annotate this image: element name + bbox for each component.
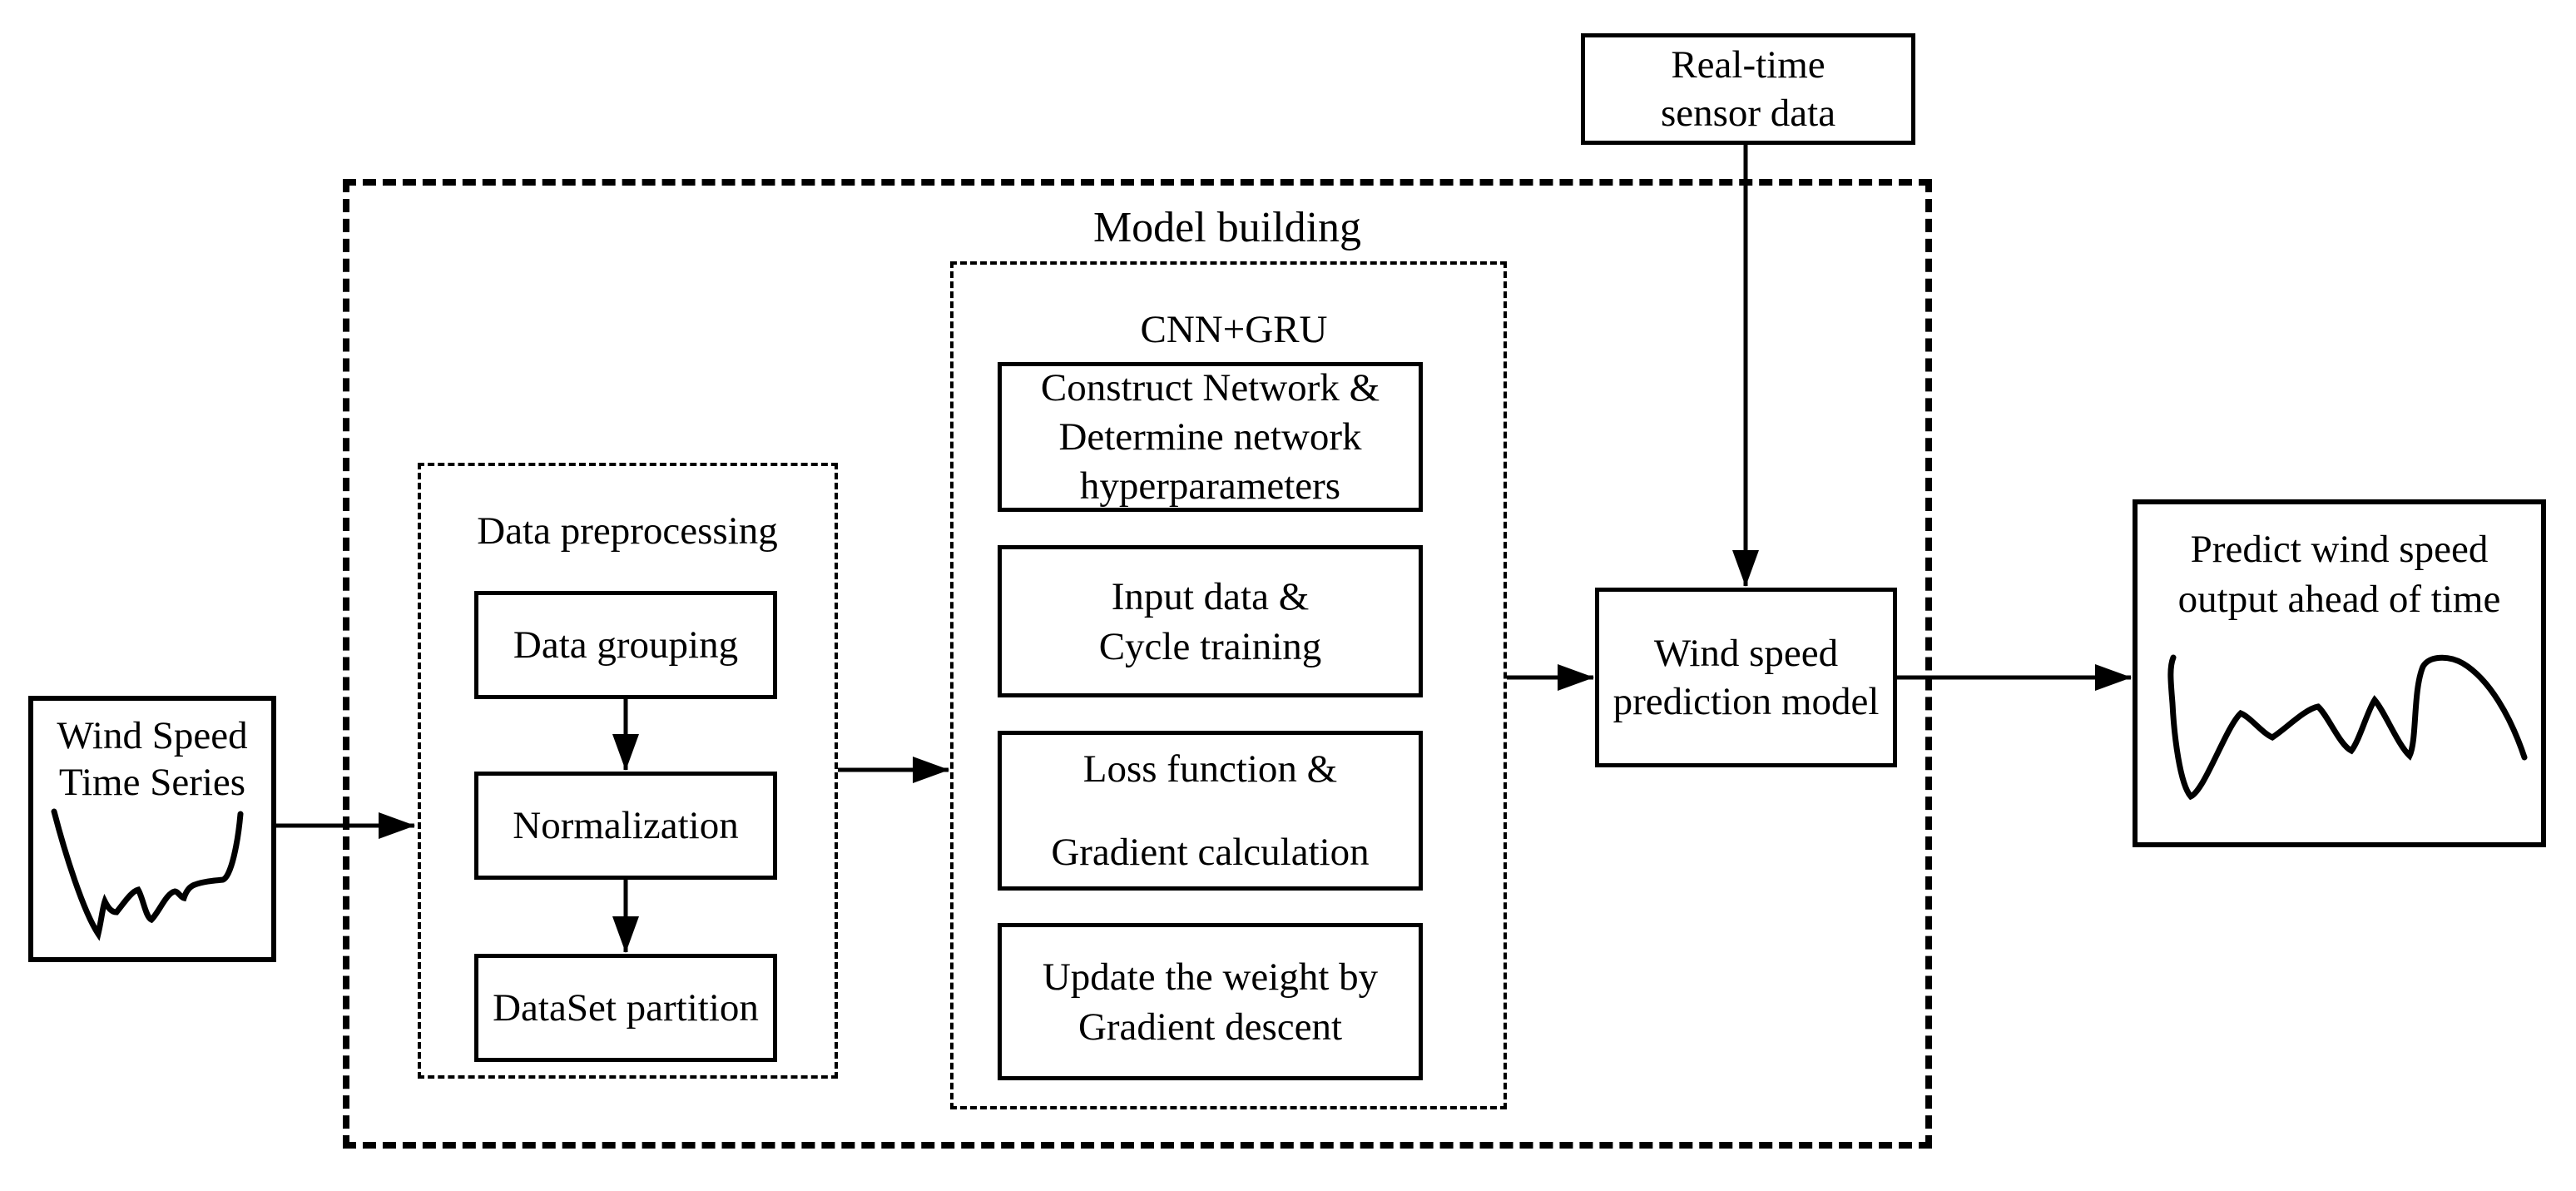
sensor-line1: Real-time (1671, 43, 1825, 87)
input-data-line1: Input data & (1111, 574, 1310, 618)
construct-network-line1: Construct Network & (1040, 365, 1380, 409)
construct-network-box: Construct Network & Determine network hy… (998, 362, 1423, 512)
pipeline-dashed-container (343, 179, 1932, 1149)
data-preprocessing-title: Data preprocessing (477, 509, 778, 553)
output-line2: output ahead of time (2177, 578, 2501, 621)
real-time-sensor-data-box: Real-time sensor data (1581, 33, 1915, 145)
prediction-line1: Wind speed (1653, 632, 1839, 675)
loss-function-gradient-box: Loss function & Gradient calculation (998, 731, 1423, 891)
update-weight-line1: Update the weight by (1042, 955, 1379, 999)
model-building-title: Model building (1092, 204, 1362, 251)
construct-network-line2: Determine network (1058, 414, 1362, 459)
loss-function-line1: Loss function & (1082, 747, 1338, 791)
prediction-line2: prediction model (1612, 680, 1880, 723)
data-preprocessing-dashed-box (418, 463, 838, 1079)
sensor-line2: sensor data (1660, 92, 1836, 135)
loss-function-line2: Gradient calculation (1051, 831, 1370, 874)
wind-speed-prediction-model-box: Wind speed prediction model (1595, 588, 1897, 767)
normalization-box: Normalization (474, 772, 777, 880)
cnn-gru-label: CNN+GRU (1140, 308, 1328, 351)
dataset-partition-box: DataSet partition (474, 954, 777, 1062)
wind-speed-time-series-box: Wind Speed Time Series (28, 696, 276, 962)
data-grouping-box: Data grouping (474, 591, 777, 699)
wind-speed-time-series-line2: Time Series (58, 761, 246, 804)
input-data-cycle-training-box: Input data & Cycle training (998, 545, 1423, 697)
wind-speed-time-series-line1: Wind Speed (57, 714, 248, 757)
data-grouping-label: Data grouping (513, 623, 739, 667)
cnn-gru-dashed-box (950, 261, 1507, 1109)
predicted-output-box: Predict wind speed output ahead of time (2133, 499, 2546, 847)
update-weight-box: Update the weight by Gradient descent (998, 923, 1423, 1080)
output-line1: Predict wind speed (2190, 528, 2489, 571)
input-data-line2: Cycle training (1098, 624, 1322, 668)
construct-network-line3: hyperparameters (1079, 464, 1341, 508)
update-weight-line2: Gradient descent (1077, 1005, 1343, 1049)
dataset-partition-label: DataSet partition (493, 986, 759, 1030)
normalization-label: Normalization (513, 804, 739, 847)
